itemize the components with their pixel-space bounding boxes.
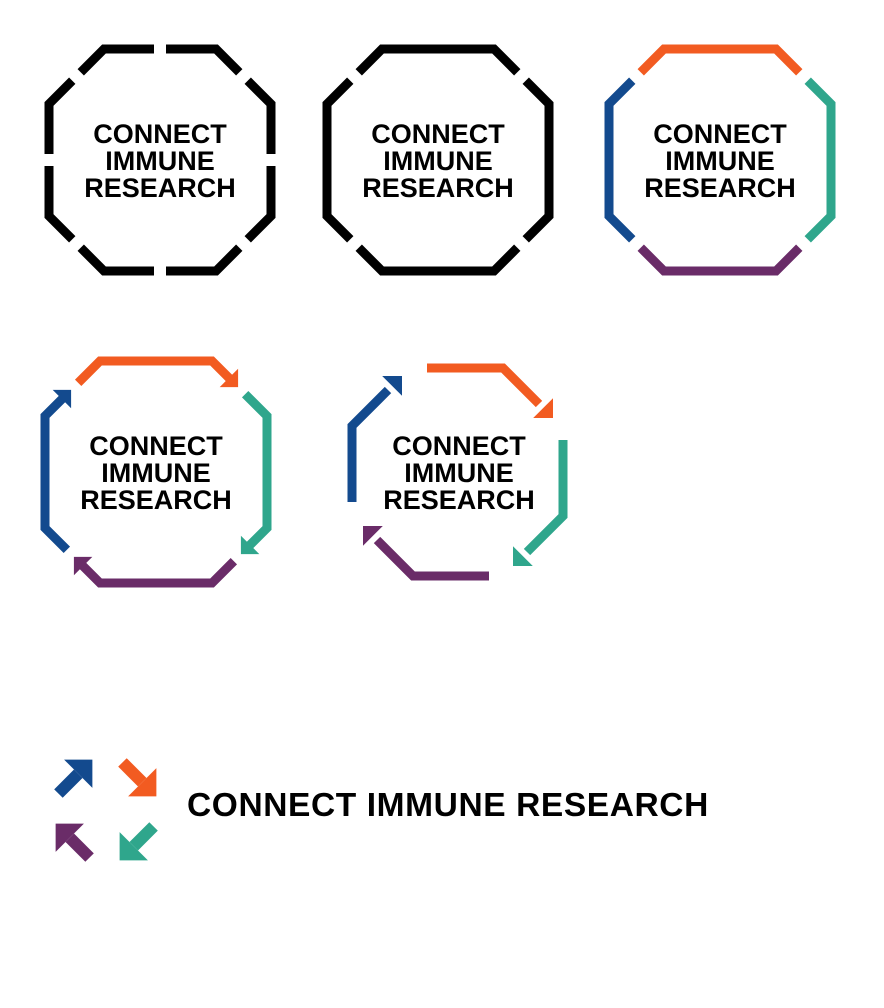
arrow-head-icon [52, 389, 72, 409]
arrow-head-icon [219, 368, 239, 388]
arrow-shaft [54, 769, 83, 798]
logo-text-line-3: RESEARCH [644, 173, 796, 203]
logo-text-line-3: RESEARCH [383, 485, 535, 515]
octagon-segment [77, 44, 154, 76]
logo-variant-color-octagon-arrows: CONNECT IMMUNE RESEARCH [40, 356, 272, 588]
octagon-segment [166, 44, 243, 76]
octagon-segment [166, 244, 243, 276]
octagon-segment [355, 244, 521, 276]
logo-variant-black-octagon-segmented: CONNECT IMMUNE RESEARCH [44, 44, 276, 276]
arrow-head-icon [73, 556, 93, 576]
logo-variant-color-open-arrows: CONNECT IMMUNE RESEARCH [343, 356, 575, 588]
logo-variant-color-octagon: CONNECT IMMUNE RESEARCH [604, 44, 836, 276]
octagon-frame-icon: CONNECT IMMUNE RESEARCH [604, 44, 836, 276]
arrow-shaft [79, 557, 238, 588]
logo-text-line-2: IMMUNE [383, 146, 493, 176]
octagon-segment [804, 77, 836, 243]
logo-text-line-1: CONNECT [653, 119, 787, 149]
arrow-shaft [373, 536, 489, 581]
octagon-arrows-icon: CONNECT IMMUNE RESEARCH [40, 356, 272, 588]
octagon-segment [44, 77, 76, 154]
octagon-segment [77, 244, 154, 276]
octagon-segment [522, 77, 554, 243]
arrow-shaft [347, 386, 392, 502]
arrow-shaft [40, 395, 71, 554]
brand-wordmark: CONNECT IMMUNE RESEARCH [187, 787, 709, 824]
arrow-shaft [65, 833, 94, 862]
octagon-frame-icon: CONNECT IMMUNE RESEARCH [44, 44, 276, 276]
logo-text-line-2: IMMUNE [665, 146, 775, 176]
arrow-shaft [241, 390, 272, 549]
logo-horizontal-lockup: CONNECT IMMUNE RESEARCH [44, 748, 804, 872]
open-arrows-icon: CONNECT IMMUNE RESEARCH [347, 363, 568, 581]
octagon-segment [637, 244, 803, 276]
arrow-head-icon [64, 759, 93, 788]
octagon-segment [355, 44, 521, 76]
logo-text-line-3: RESEARCH [84, 173, 236, 203]
logo-text-line-1: CONNECT [371, 119, 505, 149]
octagon-frame-icon: CONNECT IMMUNE RESEARCH [322, 44, 554, 276]
logo-text-line-1: CONNECT [93, 119, 227, 149]
arrow-head-icon [382, 376, 402, 396]
octagon-segment [322, 77, 354, 243]
octagon-segment [44, 166, 76, 243]
octagon-segment [244, 166, 276, 243]
arrow-shaft [129, 822, 158, 851]
logo-text-line-2: IMMUNE [404, 458, 514, 488]
arrow-head-icon [119, 832, 148, 861]
octagon-segment [637, 44, 803, 76]
logo-variant-black-octagon-four-part: CONNECT IMMUNE RESEARCH [322, 44, 554, 276]
logo-text-line-1: CONNECT [89, 431, 223, 461]
arrow-shaft [74, 356, 233, 387]
arrow-shaft [523, 440, 568, 556]
logo-text-line-2: IMMUNE [101, 458, 211, 488]
logo-text-line-3: RESEARCH [80, 485, 232, 515]
arrow-head-icon [55, 823, 84, 852]
logo-text-line-2: IMMUNE [105, 146, 215, 176]
four-arrows-mark-icon [54, 758, 158, 862]
logo-text-line-1: CONNECT [392, 431, 526, 461]
arrow-shaft [427, 363, 543, 408]
arrow-head-icon [513, 546, 533, 566]
arrow-shaft [118, 758, 147, 787]
octagon-segment [244, 77, 276, 154]
octagon-segment [604, 77, 636, 243]
logo-text-line-3: RESEARCH [362, 173, 514, 203]
